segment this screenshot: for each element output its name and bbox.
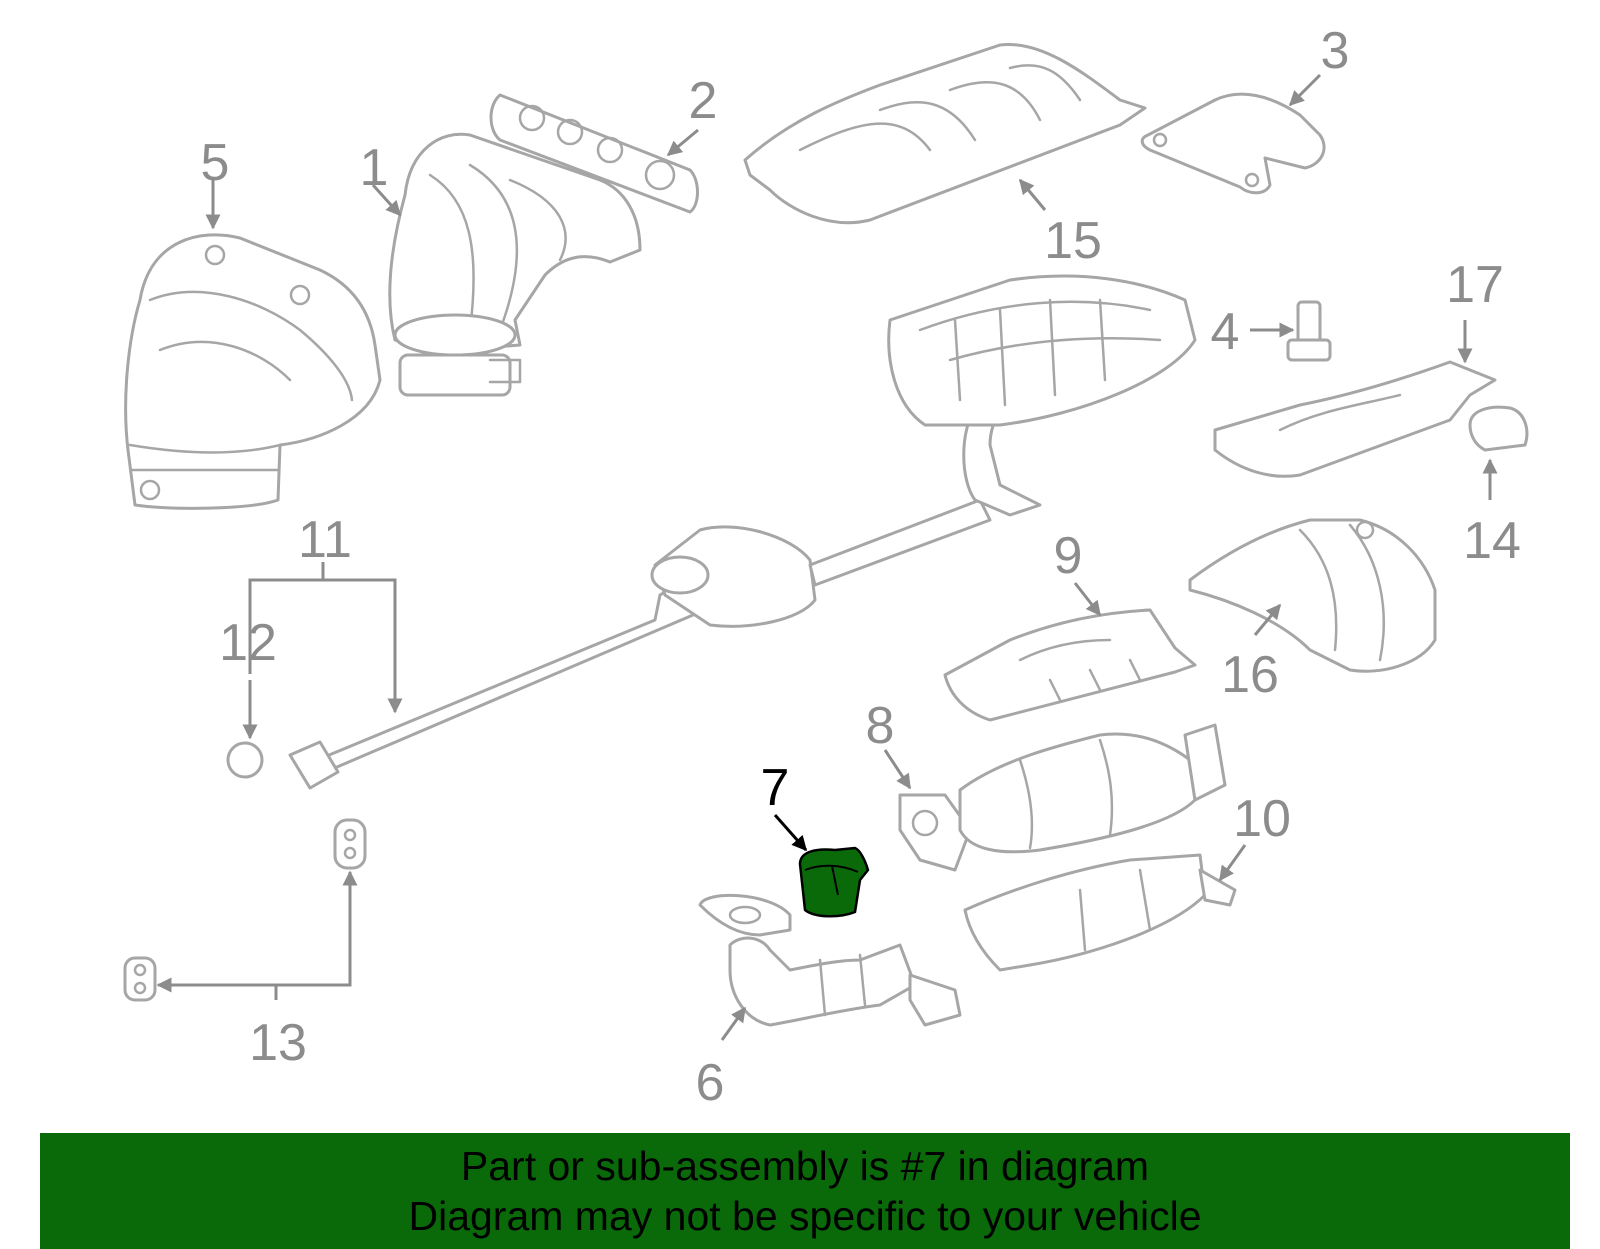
part-6-front-pipe	[698, 893, 962, 1027]
callout-5: 5	[201, 134, 230, 192]
callout-6: 6	[696, 1054, 725, 1112]
part-14-hanger	[1468, 405, 1529, 452]
callout-1: 1	[360, 139, 389, 197]
part-13-hangers	[123, 818, 367, 1002]
part-17-heat-shield	[1213, 360, 1497, 478]
part-15-heat-shield	[743, 42, 1147, 225]
callout-14: 14	[1463, 512, 1521, 570]
callout-12: 12	[219, 614, 277, 672]
part-7-hanger-highlighted	[798, 846, 870, 918]
callout-4: 4	[1211, 303, 1240, 361]
callout-10: 10	[1233, 790, 1291, 848]
part-11-exhaust-pipe	[288, 274, 1197, 790]
callout-17: 17	[1446, 256, 1504, 314]
part-8-catalytic-converter	[898, 723, 1227, 872]
part-12-ring-gasket	[226, 741, 264, 779]
part-16-heat-shield	[1188, 518, 1437, 673]
part-2-gasket	[489, 93, 699, 214]
callout-9: 9	[1054, 527, 1083, 585]
part-4-bolt	[1286, 300, 1332, 362]
callout-16: 16	[1221, 646, 1279, 704]
callout-3: 3	[1321, 22, 1350, 80]
leader-lines	[156, 73, 1498, 1041]
part-5-heat-shield	[124, 233, 382, 510]
callout-7: 7	[761, 759, 790, 817]
callout-13: 13	[249, 1014, 307, 1072]
banner-line-1: Part or sub-assembly is #7 in diagram	[460, 1143, 1150, 1189]
info-banner: Part or sub-assembly is #7 in diagram Di…	[40, 1133, 1570, 1249]
callout-2: 2	[689, 72, 718, 130]
part-1-exhaust-manifold	[388, 132, 642, 397]
part-3-bracket	[1140, 92, 1326, 195]
callout-8: 8	[866, 697, 895, 755]
callout-15: 15	[1044, 212, 1102, 270]
part-9-heat-shield	[943, 608, 1197, 722]
part-10-converter	[963, 853, 1237, 972]
callout-11: 11	[298, 511, 352, 569]
banner-line-2: Diagram may not be specific to your vehi…	[408, 1193, 1202, 1239]
